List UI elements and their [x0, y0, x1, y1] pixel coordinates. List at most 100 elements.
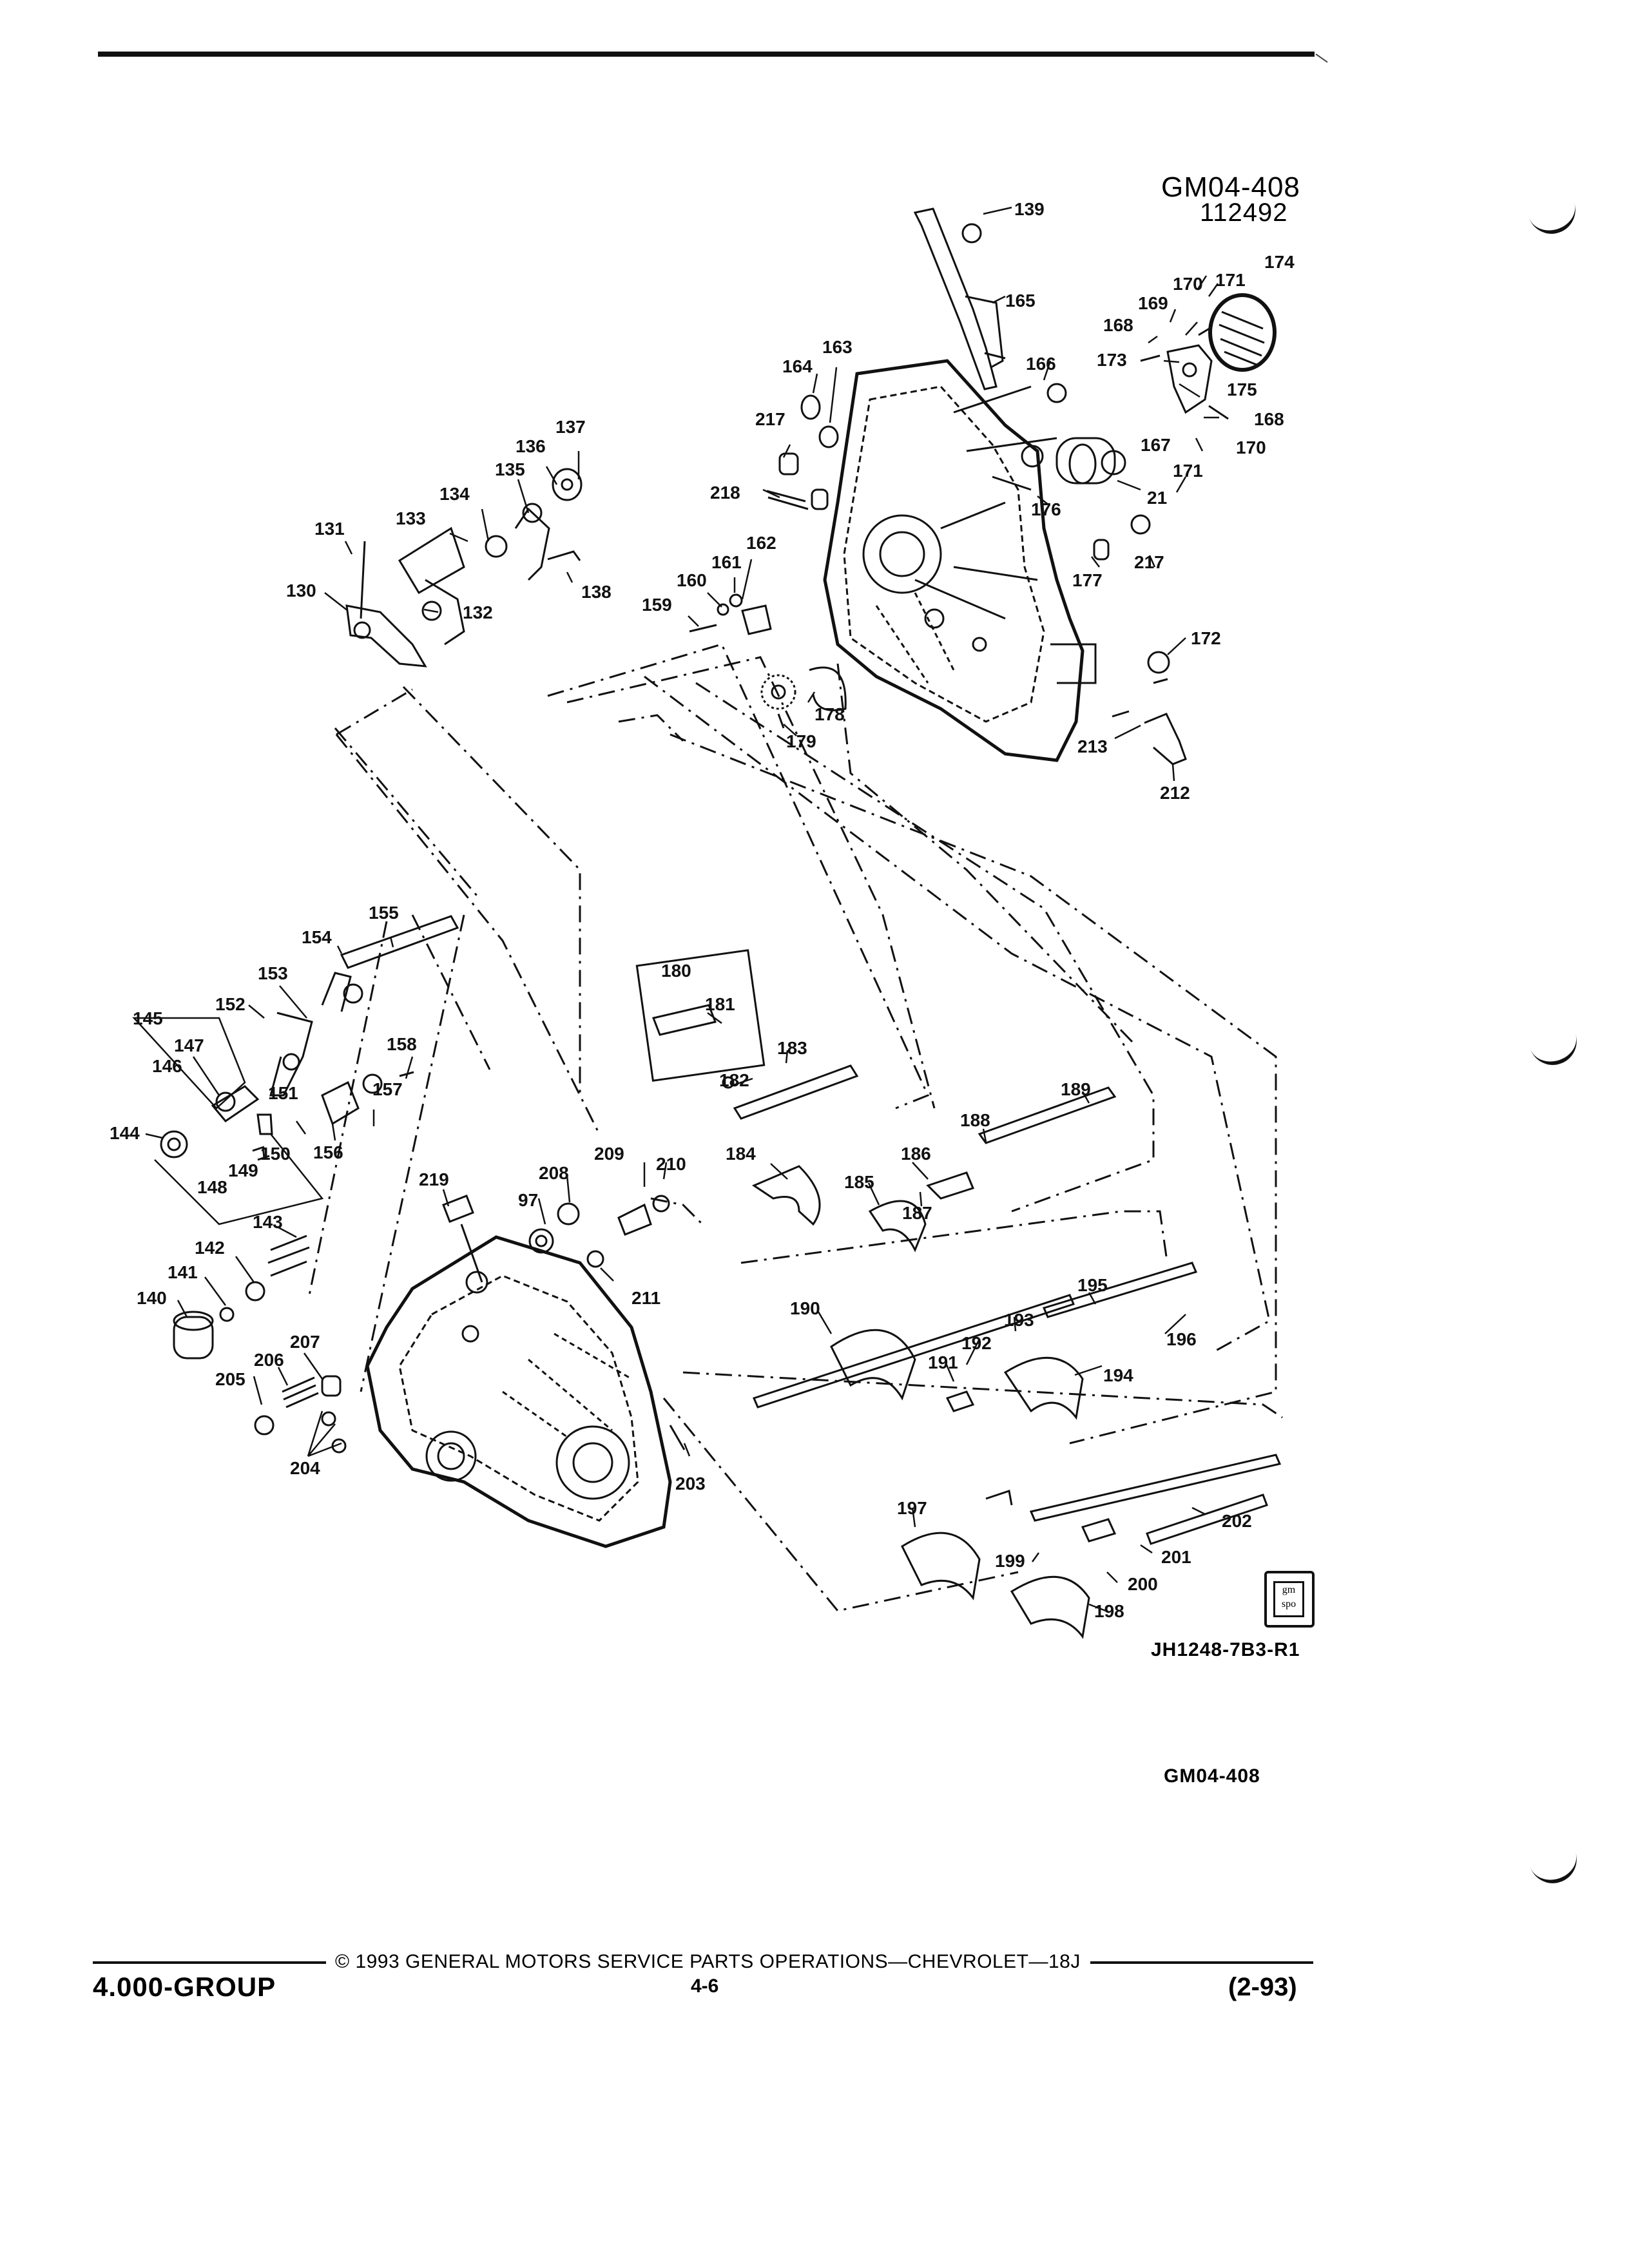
callout-label: 202	[1222, 1511, 1252, 1531]
shift-shaft-assembly	[913, 207, 1006, 390]
callout-label: 136	[516, 436, 546, 456]
assembly-chain-lines	[308, 643, 1283, 1612]
callout-label: 205	[215, 1369, 246, 1389]
vent-and-plug-parts	[766, 394, 839, 510]
callout-label: 156	[313, 1142, 343, 1162]
callout-label: 175	[1227, 380, 1257, 399]
callout-label: 164	[782, 356, 813, 376]
callout-label: 179	[786, 731, 816, 751]
callout-label: 163	[822, 337, 853, 357]
shift-selector-cover	[1140, 293, 1277, 420]
callout-label: 217	[755, 409, 786, 429]
callout-label: 207	[290, 1332, 320, 1352]
callout-label: 182	[719, 1070, 749, 1090]
shift-rails-and-forks	[651, 1004, 1282, 1639]
callout-label: 143	[253, 1212, 283, 1232]
callout-label: 144	[110, 1123, 140, 1143]
callout-label: 183	[777, 1038, 807, 1058]
callout-label: 189	[1061, 1079, 1091, 1099]
figure-date-code: 112492	[1200, 198, 1288, 227]
callout-label: 177	[1072, 570, 1103, 590]
footer-rule-left	[93, 1961, 326, 1964]
callout-label: 204	[290, 1458, 320, 1478]
selector-lever-parts	[160, 915, 459, 1360]
callout-label: 178	[815, 704, 845, 724]
callout-label: 171	[1215, 270, 1246, 290]
callout-label: 133	[396, 508, 426, 528]
callout-label: 194	[1103, 1365, 1133, 1385]
callout-label: 212	[1160, 783, 1190, 803]
callout-label: 217	[1134, 552, 1164, 572]
callout-label: 168	[1254, 409, 1284, 429]
detent-plunger-parts	[689, 593, 772, 635]
callout-label: 188	[960, 1110, 990, 1130]
callout-label: 174	[1264, 252, 1295, 272]
illustration-ref: JH1248-7B3-R1	[1151, 1639, 1300, 1660]
callout-label: 170	[1173, 274, 1203, 294]
callout-label: 203	[675, 1474, 706, 1494]
callout-leader-lines	[132, 206, 1219, 1612]
callout-label: 176	[1031, 499, 1061, 519]
callout-label: 148	[197, 1177, 227, 1197]
detent-spring-parts	[254, 1375, 686, 1454]
callout-label: 147	[174, 1035, 204, 1055]
parts-group-box-180	[635, 949, 766, 1082]
callout-label: 209	[594, 1144, 624, 1164]
callout-label: 159	[642, 595, 672, 615]
callout-label: 170	[1236, 437, 1266, 457]
callout-label: 210	[656, 1154, 686, 1174]
callout-label: 162	[746, 533, 776, 553]
callout-label: 200	[1128, 1574, 1158, 1594]
callout-label: 198	[1094, 1601, 1124, 1621]
callout-label: 150	[260, 1144, 291, 1164]
callout-label: 152	[215, 994, 246, 1014]
shift-lever-linkage	[345, 468, 583, 668]
front-case-housing	[365, 1235, 672, 1548]
callout-label: 201	[1161, 1547, 1191, 1567]
callout-label: 134	[439, 484, 470, 504]
callout-label: 131	[314, 519, 345, 539]
callout-label: 171	[1173, 461, 1203, 481]
callout-label: 137	[555, 417, 586, 437]
figure-code-top: GM04-408	[1161, 171, 1300, 203]
callout-label: 97	[518, 1190, 538, 1210]
callout-label: 132	[463, 602, 493, 622]
gm-spo-logo: gm spo	[1264, 1571, 1315, 1628]
callout-label: 197	[897, 1498, 927, 1518]
callout-label: 158	[387, 1034, 417, 1054]
callout-label: 185	[844, 1172, 874, 1192]
callout-label: 206	[254, 1350, 284, 1370]
callout-label: 139	[1014, 199, 1045, 219]
gm-spo-logo-text: gm spo	[1273, 1581, 1304, 1617]
callout-label: 142	[195, 1238, 225, 1258]
callout-label: 168	[1103, 315, 1133, 335]
front-case-small-parts	[442, 1195, 670, 1283]
callout-label: 213	[1077, 736, 1108, 756]
footer-group: 4.000-GROUP	[93, 1972, 276, 2002]
callout-label: 192	[961, 1333, 992, 1353]
callout-label: 166	[1026, 354, 1056, 374]
callout-label: 195	[1077, 1275, 1108, 1295]
callout-label: 145	[133, 1008, 163, 1028]
callout-label: 165	[1005, 291, 1036, 311]
callout-label: 199	[995, 1551, 1025, 1571]
callout-label: 172	[1191, 628, 1221, 648]
rear-case-housing	[823, 359, 1097, 762]
bearing-retainer-parts	[1021, 383, 1151, 561]
callout-label: 184	[726, 1144, 756, 1164]
callout-label: 130	[286, 581, 316, 601]
callout-label: 180	[661, 961, 691, 981]
callout-label: 208	[539, 1163, 569, 1183]
footer-page-number: 4-6	[691, 1975, 719, 1997]
callout-label: 138	[581, 582, 612, 602]
callout-label: 141	[168, 1262, 198, 1282]
oil-pump-gear	[760, 666, 847, 729]
callout-label: 190	[790, 1298, 820, 1318]
footer-revision: (2-93)	[1228, 1973, 1297, 2001]
callout-label: 161	[711, 552, 742, 572]
callout-label: 187	[902, 1203, 932, 1223]
top-rule	[98, 52, 1315, 57]
callout-label: 155	[369, 903, 399, 923]
callout-label: 211	[631, 1288, 660, 1308]
callout-label: 146	[152, 1056, 182, 1076]
